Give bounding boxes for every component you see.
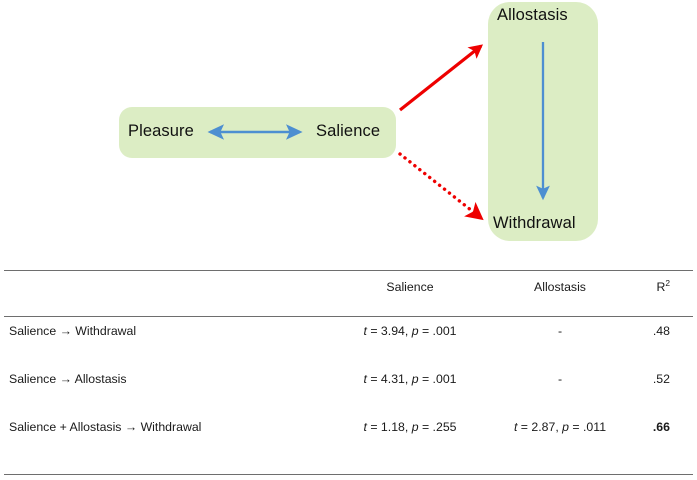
row-label: Salience → Withdrawal (9, 324, 137, 338)
p-symbol: p (411, 324, 419, 338)
cell-allostasis: t = 2.87, p = .011 (490, 420, 630, 434)
p-symbol: p (411, 420, 419, 434)
arrow-salience-withdrawal (398, 152, 484, 221)
cell-salience: t = 3.94, p = .001 (330, 324, 490, 338)
row-label: Salience → Allostasis (9, 372, 127, 386)
cell-r-squared: .66 (652, 420, 670, 434)
node-label-allostasis: Allostasis (497, 6, 568, 24)
t-symbol: t (363, 372, 367, 386)
r-squared-base: R (656, 280, 666, 294)
p-value: = .011 (569, 420, 607, 434)
row-label: Salience + Allostasis → Withdrawal (9, 420, 202, 434)
table-row: Salience → Allostasis t = 4.31, p = .001… (0, 372, 697, 394)
node-label-salience: Salience (316, 122, 381, 140)
column-header-salience: Salience (386, 280, 434, 294)
column-header-allostasis: Allostasis (534, 280, 586, 294)
p-value: = .255 (418, 420, 457, 434)
table-header-row: Salience Allostasis R2 (0, 277, 697, 302)
arrow-salience-allostasis (399, 44, 484, 112)
node-box-allostasis-withdrawal (488, 2, 598, 241)
t-symbol: t (513, 420, 518, 434)
table-rule-top (4, 270, 693, 271)
node-label-withdrawal: Withdrawal (493, 214, 576, 232)
node-label-pleasure: Pleasure (128, 122, 194, 140)
path-diagram: Pleasure Salience Allostasis Withdrawal (119, 2, 598, 241)
table-rule-bottom (4, 474, 693, 475)
p-symbol: p (562, 420, 569, 434)
r-squared-exponent: 2 (665, 277, 670, 288)
cell-r-squared: .48 (652, 324, 670, 338)
cell-salience: t = 1.18, p = .255 (330, 420, 490, 434)
cell-r-squared: .52 (652, 372, 670, 386)
table-row: Salience + Allostasis → Withdrawal t = 1… (0, 420, 697, 442)
cell-allostasis: - (557, 324, 563, 338)
cell-allostasis: - (557, 372, 563, 386)
t-value: = 3.94, (366, 324, 412, 338)
t-value: = 2.87, (517, 420, 563, 434)
cell-salience: t = 4.31, p = .001 (330, 372, 490, 386)
t-value: = 4.31, (366, 372, 412, 386)
p-value: = .001 (418, 372, 457, 386)
statistics-table: Salience Allostasis R2 Salience → Withdr… (0, 262, 697, 480)
p-symbol: p (411, 372, 419, 386)
t-symbol: t (363, 324, 367, 338)
table-rule-header (4, 316, 693, 317)
table-row: Salience → Withdrawal t = 3.94, p = .001… (0, 324, 697, 346)
t-value: = 1.18, (366, 420, 412, 434)
t-symbol: t (363, 420, 367, 434)
column-header-r-squared: R2 (600, 277, 670, 294)
p-value: = .001 (418, 324, 457, 338)
